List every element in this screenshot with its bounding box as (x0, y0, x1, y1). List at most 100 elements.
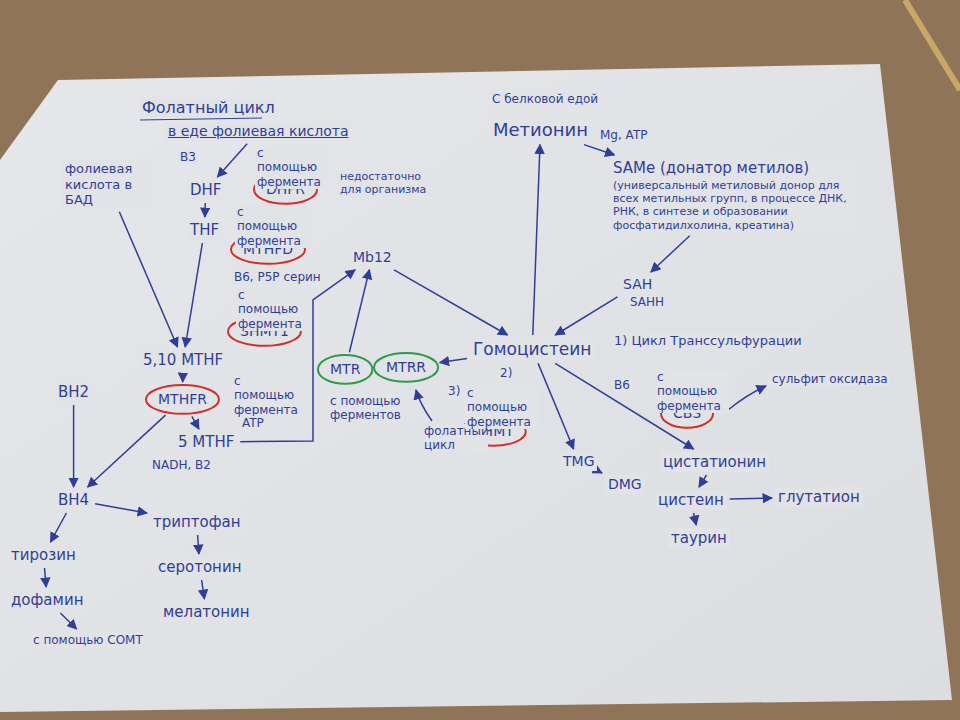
flow-arrow (538, 363, 574, 449)
oval-stroke (318, 355, 372, 384)
enzyme-oval: MTHFR (150, 388, 215, 411)
flow-arrow (555, 297, 617, 335)
node-text: Метионин (493, 119, 588, 141)
metabolite-node: тирозин (8, 545, 79, 565)
node-text: MTRR (386, 359, 426, 376)
flow-arrow (182, 373, 184, 382)
node-text: мелатонин (163, 603, 250, 621)
flow-arrow (73, 405, 75, 487)
note-label: с помощью фермента (465, 386, 539, 429)
node-text: 5 MTHF (178, 433, 234, 451)
note-label: Mg, ATP (598, 128, 649, 142)
metabolite-node: мелатонин (160, 602, 253, 622)
note-label: 1) Цикл Транссульфурации (612, 333, 804, 349)
flow-arrow (651, 236, 690, 272)
node-text: MTR (330, 361, 360, 378)
node-text: THF (190, 221, 219, 239)
metabolite-node: с помощью COMT (30, 632, 146, 648)
note-label: 2) (498, 366, 514, 380)
metabolite-node: 5,10 MTHF (140, 350, 226, 370)
note-label: B6 (612, 378, 632, 392)
metabolite-node: цистеин (655, 490, 727, 510)
metabolite-node: серотонин (155, 557, 244, 577)
metabolite-node: SAH (620, 275, 655, 294)
node-text: дофамин (11, 591, 83, 609)
note-label: B3 (178, 150, 198, 164)
flow-arrow (584, 145, 615, 155)
node-text: серотонин (158, 558, 241, 576)
metabolite-node: BH2 (55, 382, 92, 402)
enzyme-oval: MTR (322, 358, 368, 381)
metabolite-node: THF (187, 220, 222, 240)
node-text: в еде фолиевая кислота (168, 123, 348, 140)
metabolite-node: фолиевая кислота в БАД (62, 160, 153, 209)
node-note: (универсальный метиловый донор для всех … (613, 179, 853, 232)
flow-arrow (60, 613, 76, 629)
note-label: NADH, B2 (150, 458, 213, 472)
node-text: тирозин (11, 546, 76, 564)
metabolite-node: дофамин (8, 590, 86, 610)
node-text: BH2 (58, 383, 89, 401)
metabolite-node: таурин (668, 528, 730, 548)
note-label: с помощью ферментов (328, 394, 412, 423)
metabolite-node: DHF (187, 180, 224, 200)
note-label: с помощью фермента (235, 205, 309, 248)
metabolite-node: DMG (605, 475, 645, 494)
paper (0, 64, 952, 712)
flow-arrow (185, 243, 202, 347)
oval-stroke (374, 353, 438, 382)
note-label: недостаточно для организма (338, 170, 442, 196)
flow-arrow (601, 471, 603, 473)
note-label: SAHH (628, 295, 666, 309)
metabolite-node: 5 MTHF (175, 432, 237, 452)
note-label: С белковой едой (490, 92, 600, 106)
metabolite-node: BH4 (55, 490, 92, 510)
metabolite-node: глутатион (775, 487, 863, 507)
oval-stroke (146, 385, 219, 414)
node-text: 5,10 MTHF (143, 351, 223, 369)
note-label: с помощью фермента (255, 146, 329, 189)
node-text: Гомоцистеин (473, 339, 592, 359)
node-text: DHF (190, 181, 221, 199)
node-text: BH4 (58, 491, 89, 509)
flow-arrow (88, 415, 166, 487)
flow-arrow (699, 475, 707, 487)
node-text: SAMe (донатор метилов) (613, 159, 853, 177)
note-label: ATP (240, 416, 266, 430)
flow-arrow (204, 203, 206, 217)
heading-underline (140, 118, 262, 120)
flow-arrow (192, 416, 199, 429)
node-text: Mb12 (353, 249, 392, 266)
note-label: с помощью фермента (236, 288, 310, 331)
metabolite-node: TMG (560, 452, 597, 471)
flow-arrow (694, 513, 697, 525)
node-text: цистеин (658, 491, 724, 509)
flow-arrow (440, 359, 467, 363)
node-text: с помощью COMT (33, 633, 143, 647)
metabolite-node: в еде фолиевая кислота (165, 122, 351, 141)
flow-arrow (202, 580, 205, 599)
metabolite-node: Гомоцистеин (470, 338, 595, 360)
flow-arrow (730, 498, 772, 499)
enzyme-oval: MTRR (378, 356, 434, 379)
flow-arrow (45, 568, 47, 587)
node-text: TMG (563, 453, 594, 470)
pencil (905, 0, 960, 90)
flow-arrow (119, 212, 177, 347)
flow-arrow (349, 270, 369, 352)
node-text: DMG (608, 476, 642, 493)
flow-arrow (533, 145, 540, 335)
leader-arrow (728, 386, 766, 410)
note-label: с помощью фермента (232, 374, 306, 417)
flow-arrow (394, 270, 508, 335)
note-label: Фолатный цикл (140, 98, 277, 117)
note-label: 3) (446, 384, 462, 398)
node-text: фолиевая кислота в БАД (65, 161, 150, 208)
node-text: MTHFR (158, 391, 207, 408)
flow-arrow (95, 504, 147, 513)
note-label: B6, P5P серин (232, 270, 323, 284)
metabolite-node: триптофан (150, 512, 244, 532)
metabolite-node: цистатионин (660, 452, 769, 472)
